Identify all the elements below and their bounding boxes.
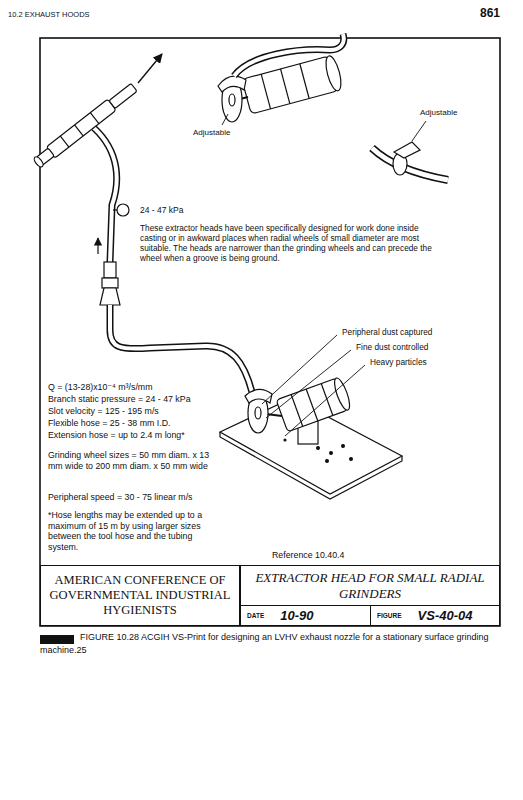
hand-extractor-tool — [110, 305, 252, 392]
adjustable-clamp-detail — [394, 142, 420, 158]
leader-line — [266, 350, 351, 418]
part-label: Adjustable — [193, 128, 230, 138]
hand-extractor-tool — [102, 278, 118, 288]
extractor-head-detail — [323, 54, 344, 92]
hand-extractor-tool — [94, 128, 117, 262]
hand-extractor-tool — [100, 288, 120, 305]
callout-label: Fine dust controlled — [356, 343, 428, 353]
surface-grinder — [326, 460, 329, 463]
hand-extractor-tool — [33, 155, 45, 168]
callout-label: Heavy particles — [370, 358, 427, 368]
hand-extractor-tool — [117, 204, 129, 216]
spec-line: Branch static pressure = 24 - 47 kPa — [48, 394, 191, 405]
spec-line: Slot velocity = 125 - 195 m/s — [48, 406, 159, 417]
extractor-head-detail — [261, 74, 270, 109]
extractor-head-detail — [281, 69, 290, 104]
adjustable-clamp-detail — [372, 121, 448, 180]
part-label: Adjustable — [420, 108, 457, 118]
surface-grinder — [276, 376, 352, 432]
sheet-frame — [40, 38, 500, 626]
leader-line — [262, 335, 337, 404]
callout-label: Peripheral dust captured — [342, 328, 432, 338]
figure-caption: FIGURE 10.28 ACGIH VS-Print for designin… — [40, 631, 500, 657]
spec-line: Flexible hose = 25 - 38 mm I.D. — [48, 418, 170, 429]
surface-grinder — [342, 445, 345, 448]
node-heading: FIGURE — [377, 612, 402, 620]
leader-line — [262, 335, 365, 436]
hand-extractor-tool — [110, 305, 252, 392]
node-heading: AMERICAN CONFERENCE OF GOVERNMENTAL INDU… — [47, 573, 233, 617]
surface-grinder — [350, 458, 353, 461]
extractor-head-detail — [242, 56, 338, 114]
extractor-head-detail — [300, 64, 309, 99]
surface-grinder — [245, 389, 272, 403]
hand-extractor-tool — [90, 113, 99, 124]
leader-line — [285, 365, 365, 436]
spec-line: Peripheral speed = 30 - 75 linear m/s — [48, 492, 193, 503]
hand-extractor-tool — [109, 83, 137, 108]
title-cell: EXTRACTOR HEAD FOR SMALL RADIAL GRINDERS — [240, 565, 500, 606]
reference-label: Reference 10.40.4 — [272, 550, 344, 561]
date-cell: DATE 10-90 — [240, 605, 371, 626]
running-header: 10.2 EXHAUST HOODS — [8, 10, 90, 19]
node-value: VS-40-04 — [418, 608, 473, 623]
extractor-head-detail — [229, 94, 235, 106]
surface-grinder — [332, 376, 353, 411]
hand-extractor-tool — [32, 82, 138, 169]
footnote: *Hose lengths may be extended up to a ma… — [48, 510, 216, 552]
hand-extractor-tool — [75, 125, 84, 136]
hand-extractor-tool — [32, 54, 252, 392]
hand-extractor-tool — [138, 54, 162, 83]
node-heading: EXTRACTOR HEAD FOR SMALL RADIAL GRINDERS — [247, 570, 493, 601]
hand-extractor-tool — [104, 262, 116, 278]
design-note: These extractor heads have been specific… — [140, 224, 432, 264]
spec-line: Q = (13-28)x10⁻⁴ m³/s/mm — [48, 382, 152, 393]
surface-grinder — [255, 407, 261, 419]
node-value: 10-90 — [280, 608, 313, 623]
pressure-label: 24 - 47 kPa — [140, 205, 183, 215]
surface-grinder — [330, 452, 333, 455]
surface-grinder — [284, 439, 286, 441]
hand-extractor-tool — [60, 136, 69, 147]
caption-mark — [40, 635, 74, 644]
organization-cell: AMERICAN CONFERENCE OF GOVERNMENTAL INDU… — [40, 565, 240, 626]
extractor-head-detail — [222, 114, 228, 125]
figure-cell: FIGURE VS-40-04 — [370, 605, 500, 626]
surface-grinder — [220, 376, 402, 499]
hand-extractor-tool — [94, 128, 117, 262]
surface-grinder — [321, 384, 333, 416]
spec-line: Extension hose = up to 2.4 m long* — [48, 430, 185, 441]
extractor-head-detail — [218, 34, 344, 125]
sheet-frame — [40, 38, 500, 626]
hand-extractor-tool — [46, 99, 116, 158]
hand-extractor-tool — [113, 209, 117, 210]
surface-grinder — [317, 447, 320, 450]
node-heading: DATE — [247, 612, 264, 620]
adjustable-clamp-detail — [412, 121, 426, 141]
extractor-head-detail — [234, 34, 344, 76]
extractor-head-detail — [234, 34, 344, 76]
extractor-head-detail — [218, 76, 246, 92]
page-number: 861 — [480, 6, 500, 20]
hand-extractor-tool — [97, 238, 98, 254]
spec-line: Grinding wheel sizes = 50 mm diam. x 13 … — [48, 450, 213, 471]
